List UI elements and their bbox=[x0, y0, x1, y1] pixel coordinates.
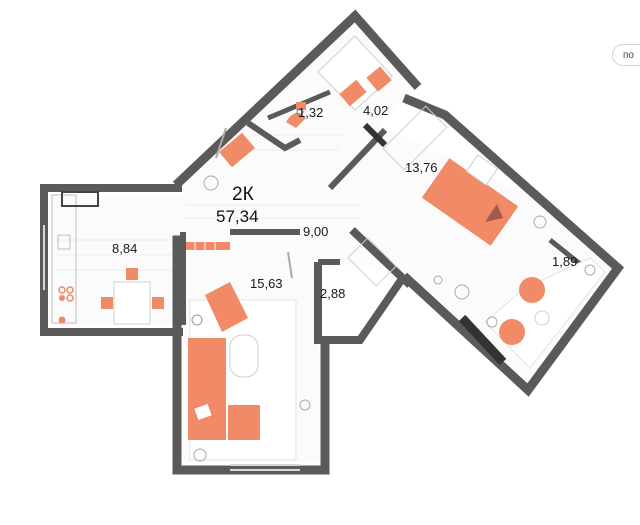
sofa-corner bbox=[188, 338, 226, 440]
windows bbox=[43, 225, 300, 471]
bedroom-furniture bbox=[421, 154, 547, 300]
stove-icon bbox=[58, 286, 66, 294]
hall-bench bbox=[219, 132, 255, 168]
plant-icon bbox=[486, 316, 498, 328]
stove-burner-icon bbox=[66, 286, 74, 294]
plant-icon bbox=[433, 275, 443, 285]
hall-furniture bbox=[203, 105, 448, 287]
kitchen-hood bbox=[61, 191, 99, 207]
stove-burner-icon bbox=[59, 295, 65, 301]
bathroom-furniture bbox=[286, 35, 393, 128]
corner-button[interactable]: по bbox=[612, 44, 640, 66]
floor-lamp-icon bbox=[191, 314, 203, 326]
room-area-hall: 9,00 bbox=[303, 224, 328, 239]
chair-icon bbox=[101, 297, 113, 309]
room-area-wc: 1,32 bbox=[298, 105, 323, 120]
wc-toilet-icon bbox=[286, 112, 306, 128]
chair-icon bbox=[152, 297, 164, 309]
storage-shelves bbox=[347, 237, 397, 287]
dining-table bbox=[113, 281, 151, 325]
plant-icon bbox=[454, 284, 470, 300]
balcony-table-icon bbox=[534, 310, 550, 326]
kitchen-counter bbox=[51, 194, 77, 324]
room-area-bath: 4,02 bbox=[363, 103, 388, 118]
living-furniture bbox=[186, 242, 311, 462]
balcony-chair-icon bbox=[499, 319, 525, 345]
plant-icon bbox=[193, 448, 207, 462]
coffee-table bbox=[229, 334, 259, 378]
washing-machine bbox=[366, 66, 392, 92]
stove-burner-icon bbox=[66, 294, 74, 302]
apartment-total-area: 57,34 bbox=[216, 207, 259, 226]
bin-icon bbox=[58, 316, 66, 324]
balcony-chair-icon bbox=[519, 277, 545, 303]
wc-tap-icon bbox=[296, 108, 304, 116]
chair-icon bbox=[126, 268, 138, 280]
nightstand bbox=[465, 154, 499, 186]
kitchen-furniture bbox=[51, 191, 164, 325]
bath-mat bbox=[339, 79, 367, 107]
plant-icon bbox=[533, 215, 547, 229]
plant-icon bbox=[584, 264, 596, 276]
room-area-balcony: 1,89 bbox=[552, 254, 577, 269]
sofa-seat bbox=[228, 405, 260, 440]
wardrobe-slats bbox=[382, 105, 448, 171]
labels: 2К 57,34 4,02 1,32 13,76 8,84 9,00 15,63… bbox=[112, 103, 577, 301]
bookshelf bbox=[186, 242, 230, 250]
bed bbox=[421, 158, 519, 246]
wall-north-diagonal bbox=[172, 9, 422, 189]
wc-sink-icon bbox=[296, 102, 306, 110]
armchair bbox=[205, 282, 248, 332]
balcony-furniture bbox=[484, 257, 606, 369]
wall-living bbox=[172, 235, 330, 475]
room-area-kitchen: 8,84 bbox=[112, 241, 137, 256]
room-area-storage: 2,88 bbox=[320, 286, 345, 301]
apartment-type-label: 2К bbox=[232, 184, 254, 205]
pillow-icon bbox=[194, 403, 212, 421]
kitchen-sink-icon bbox=[57, 234, 71, 250]
bed-pillow bbox=[485, 204, 503, 222]
room-area-bedroom: 13,76 bbox=[405, 160, 438, 175]
hall-lamp-icon bbox=[203, 175, 219, 191]
wall-storage bbox=[314, 262, 408, 344]
room-area-living: 15,63 bbox=[250, 276, 283, 291]
wall-east-diagonal bbox=[400, 93, 625, 397]
plant-icon bbox=[299, 399, 311, 411]
